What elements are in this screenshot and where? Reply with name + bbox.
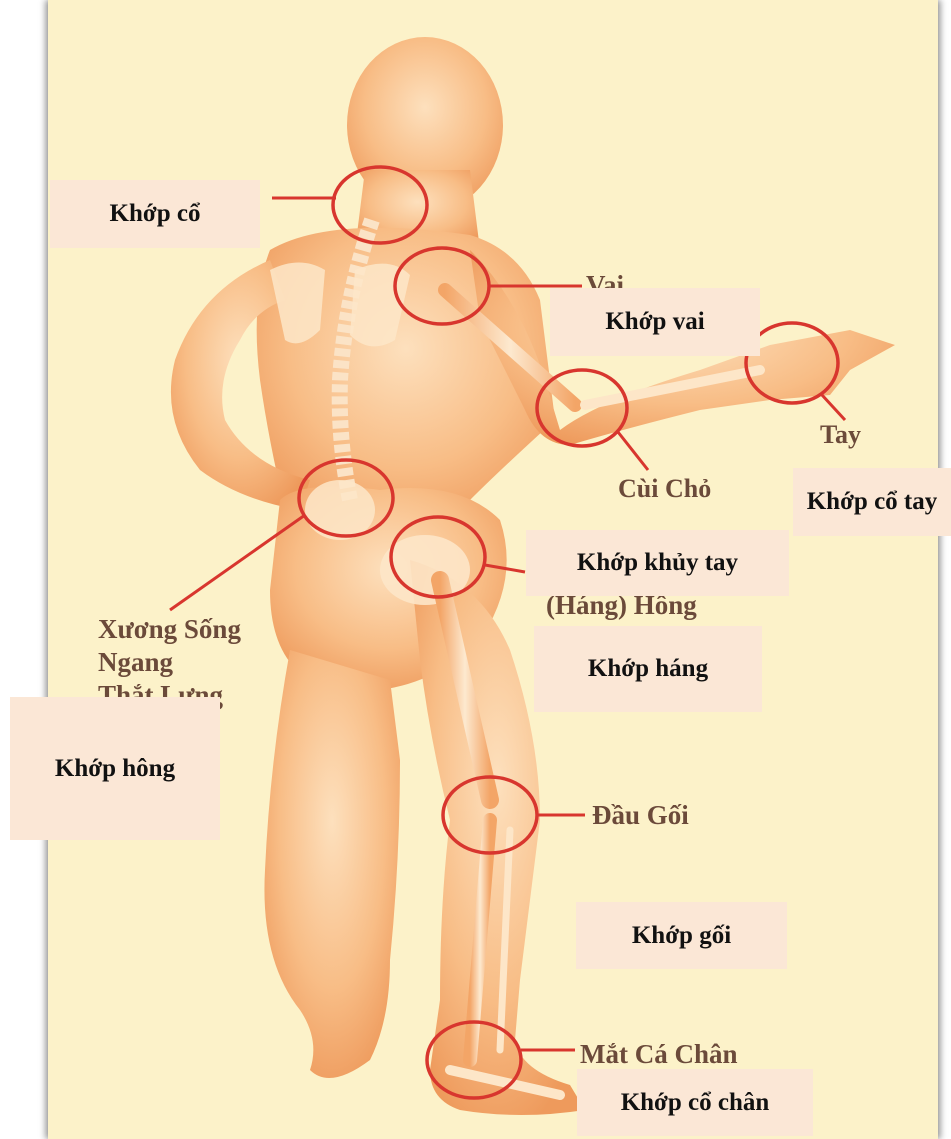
sacrum <box>305 480 375 540</box>
left-leg <box>264 650 400 1078</box>
label-dau-goi: Đầu Gối <box>592 798 689 832</box>
wrist-leader <box>822 395 845 420</box>
label-cui-cho: Cùi Chỏ <box>618 472 711 506</box>
label-tay: Tay <box>820 418 861 452</box>
label-xuong-song-2: Ngang <box>98 645 173 679</box>
overlay-khop-co-tay: Khớp cổ tay <box>793 468 951 536</box>
overlay-khop-co: Khớp cổ <box>50 180 260 248</box>
label-mat-ca-chan: Mắt Cá Chân <box>580 1037 738 1071</box>
overlay-khop-vai: Khớp vai <box>550 288 760 356</box>
label-xuong-song-1: Xương Sống <box>98 612 241 646</box>
overlay-khop-goi: Khớp gối <box>576 902 787 969</box>
overlay-khop-hang: Khớp háng <box>534 626 762 712</box>
overlay-khop-co-chan: Khớp cổ chân <box>577 1069 813 1136</box>
elbow-leader <box>618 432 648 470</box>
overlay-khop-hong: Khớp hông <box>10 697 220 840</box>
overlay-khop-khuyu-tay: Khớp khủy tay <box>526 530 789 596</box>
